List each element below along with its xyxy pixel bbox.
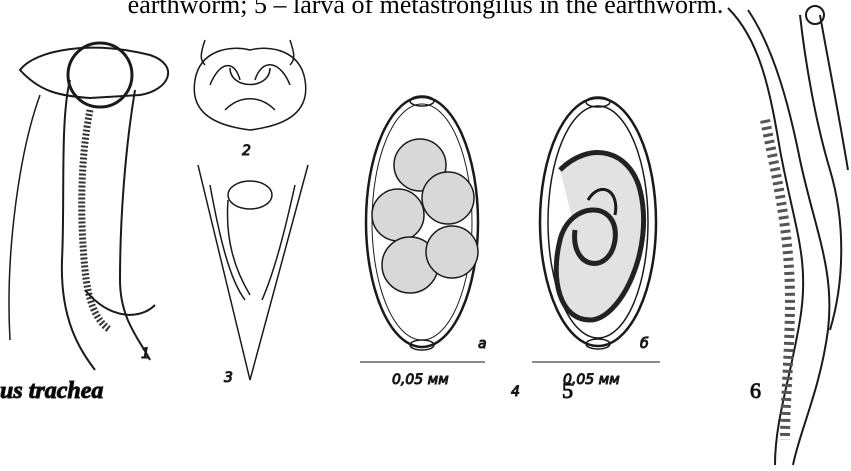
label-2: 2 [242, 143, 251, 159]
label-1: 1 [141, 346, 150, 362]
egg-a-drawing [366, 96, 478, 350]
worm-head-drawing-1 [9, 43, 168, 370]
figure-number-5: 5 [562, 378, 573, 403]
label-a: а [478, 336, 487, 352]
figure-number-6: 6 [750, 378, 761, 403]
tail-drawing-3 [198, 165, 308, 380]
bursa-drawing-2 [194, 40, 306, 130]
label-3: 3 [224, 370, 233, 386]
egg-b-drawing [540, 97, 656, 349]
species-name-fragment: us trachea [0, 378, 103, 404]
label-b: б [640, 336, 649, 352]
scale-label-a: 0,05 мм [392, 372, 449, 388]
larva-drawing [728, 6, 848, 465]
label-4: 4 [511, 384, 520, 400]
